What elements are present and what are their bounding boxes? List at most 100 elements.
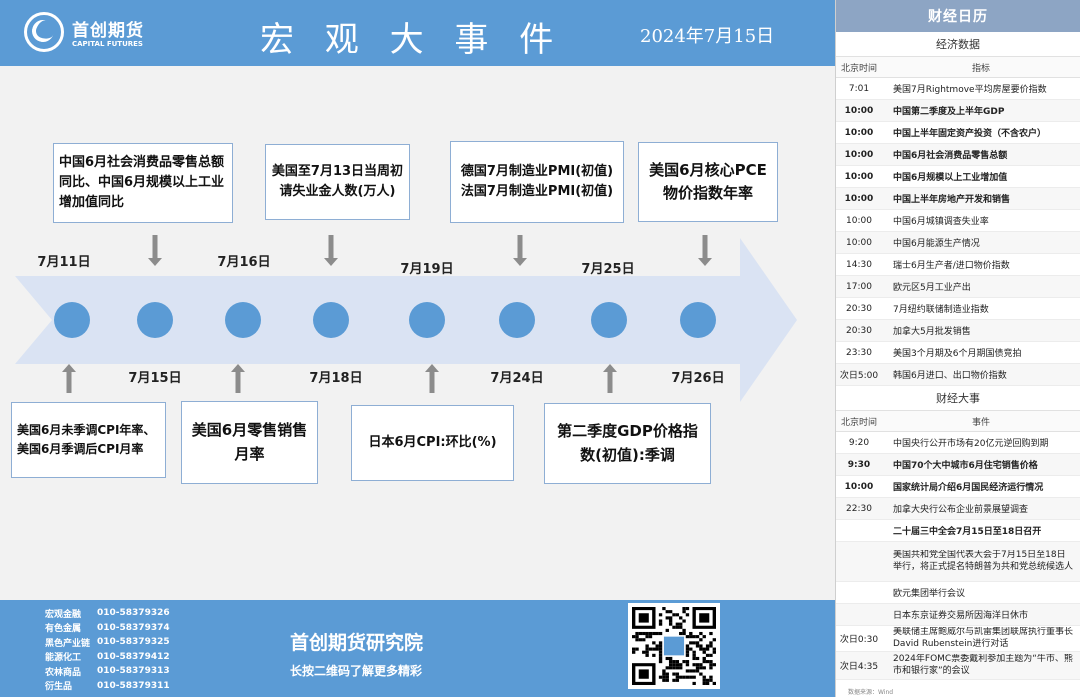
row-time: 7:01 — [848, 83, 870, 94]
row-text: 日本东京证券交易所因海洋日休市 — [893, 611, 1029, 621]
research-institute-name: 首创期货研究院 — [290, 632, 424, 654]
contact-department: 能源化工 — [45, 653, 82, 664]
up-arrow-icon — [425, 364, 439, 393]
timeline-date-top: 7月11日 — [37, 255, 91, 270]
logo-english-name: CAPITAL FUTURES — [72, 40, 143, 48]
econ-data-section-title: 经济数据 — [836, 32, 1080, 57]
events-table-header: 北京时间 事件 — [836, 411, 1080, 432]
timeline-date-top: 7月25日 — [581, 262, 635, 277]
up-arrow-icon — [62, 364, 76, 393]
row-text: 中国6月规模以上工业增加值 — [893, 173, 1008, 183]
qr-code[interactable] — [628, 603, 720, 689]
calendar-row: 日本东京证券交易所因海洋日休市 — [836, 604, 1080, 626]
row-time: 10:00 — [844, 105, 874, 116]
footer-tagline: 长按二维码了解更多精彩 — [290, 664, 423, 678]
report-date: 2024年7月15日 — [640, 26, 775, 47]
timeline-date-top: 7月19日 — [400, 262, 454, 277]
event-box-top: 美国6月核心PCE物价指数年率 — [638, 142, 778, 222]
contact-department: 衍生品 — [45, 682, 73, 693]
event-box-top: 德国7月制造业PMI(初值) 法国7月制造业PMI(初值) — [450, 141, 624, 223]
contact-phone: 010-58379374 — [97, 622, 170, 633]
row-text: 中国上半年房地产开发和销售 — [893, 195, 1011, 205]
calendar-title: 财经日历 — [836, 0, 1080, 32]
row-time: 20:30 — [846, 303, 872, 314]
row-text: 加拿大5月批发销售 — [893, 327, 971, 337]
row-time: 14:30 — [846, 259, 872, 270]
column-header-event: 事件 — [971, 417, 990, 428]
row-text: 瑞士6月生产者/进口物价指数 — [893, 261, 1010, 271]
row-time: 10:00 — [846, 237, 872, 248]
row-text: 中国6月社会消费品零售总额 — [893, 151, 1008, 161]
page-title: 宏 观 大 事 件 — [260, 20, 564, 60]
row-time: 17:00 — [846, 281, 872, 292]
company-logo: 首创期货 CAPITAL FUTURES — [24, 10, 154, 56]
row-text: 美国3个月期及6个月期国债竞拍 — [893, 349, 1022, 359]
timeline-dot — [680, 302, 716, 338]
event-box-bottom: 第二季度GDP价格指数(初值):季调 — [544, 403, 711, 484]
row-text: 欧元集团举行会议 — [893, 589, 966, 599]
row-text: 7月纽约联储制造业指数 — [893, 305, 989, 315]
contact-phone: 010-58379412 — [97, 651, 170, 662]
timeline-dot — [499, 302, 535, 338]
timeline-panel: 首创期货 CAPITAL FUTURES 宏 观 大 事 件 2024年7月15… — [0, 0, 835, 697]
down-arrow-icon — [148, 235, 162, 266]
contact-phone: 010-58379326 — [97, 608, 170, 619]
contact-phone: 010-58379311 — [97, 680, 170, 691]
calendar-row: 10:00 中国6月社会消费品零售总额 — [836, 144, 1080, 166]
timeline-date-top: 7月16日 — [217, 255, 271, 270]
calendar-row: 20:30 加拿大5月批发销售 — [836, 320, 1080, 342]
event-box-top: 美国至7月13日当周初请失业金人数(万人) — [265, 144, 410, 220]
calendar-row: 10:00 中国上半年房地产开发和销售 — [836, 188, 1080, 210]
calendar-row: 美国共和党全国代表大会于7月15日至18日举行，将正式提名特朗普为共和党总统候选… — [836, 542, 1080, 582]
timeline-dot — [54, 302, 90, 338]
row-time: 9:20 — [848, 437, 870, 448]
row-text: 美国7月Rightmove平均房屋要价指数 — [893, 85, 1047, 95]
row-time: 10:00 — [844, 193, 874, 204]
row-time: 10:00 — [844, 481, 874, 492]
row-time: 次日5:00 — [839, 371, 879, 381]
row-time: 10:00 — [844, 149, 874, 160]
data-source: 数据来源：Wind — [848, 689, 894, 696]
timeline-dot — [313, 302, 349, 338]
down-arrow-icon — [698, 235, 712, 266]
timeline-dot — [137, 302, 173, 338]
timeline-dot — [591, 302, 627, 338]
up-arrow-icon — [231, 364, 245, 393]
column-header-time: 北京时间 — [840, 417, 877, 428]
timeline-dot — [225, 302, 261, 338]
row-text: 加拿大央行公布企业前景展望调查 — [893, 505, 1029, 515]
calendar-row: 二十届三中全会7月15日至18日召开 — [836, 520, 1080, 542]
timeline-arrow — [15, 238, 797, 402]
contact-phone: 010-58379325 — [97, 637, 170, 648]
row-time: 次日4:35 — [839, 662, 879, 672]
column-header-indicator: 指标 — [971, 63, 990, 74]
down-arrow-icon — [324, 235, 338, 266]
row-text: 美联储主席鲍威尔与凯雷集团联席执行董事长David Rubenstein进行对话 — [893, 626, 1074, 649]
calendar-row: 9:20 中国央行公开市场有20亿元逆回购到期 — [836, 432, 1080, 454]
column-header-time: 北京时间 — [840, 63, 877, 74]
row-text: 国家统计局介绍6月国民经济运行情况 — [893, 483, 1044, 493]
events-section-title: 财经大事 — [836, 386, 1080, 411]
contact-row: 衍生品 010-58379311 — [45, 679, 170, 694]
row-text: 中国央行公开市场有20亿元逆回购到期 — [893, 439, 1049, 449]
calendar-panel: 财经日历 经济数据 北京时间 指标 7:01 美国7月Rightmove平均房屋要… — [835, 0, 1080, 697]
event-box-bottom: 日本6月CPI:环比(%) — [351, 405, 514, 481]
contact-row: 能源化工 010-58379412 — [45, 650, 170, 665]
calendar-row: 7:01 美国7月Rightmove平均房屋要价指数 — [836, 78, 1080, 100]
calendar-row: 20:30 7月纽约联储制造业指数 — [836, 298, 1080, 320]
row-time: 10:00 — [846, 215, 872, 226]
row-time: 20:30 — [846, 325, 872, 336]
logo-mark-icon — [24, 12, 64, 52]
